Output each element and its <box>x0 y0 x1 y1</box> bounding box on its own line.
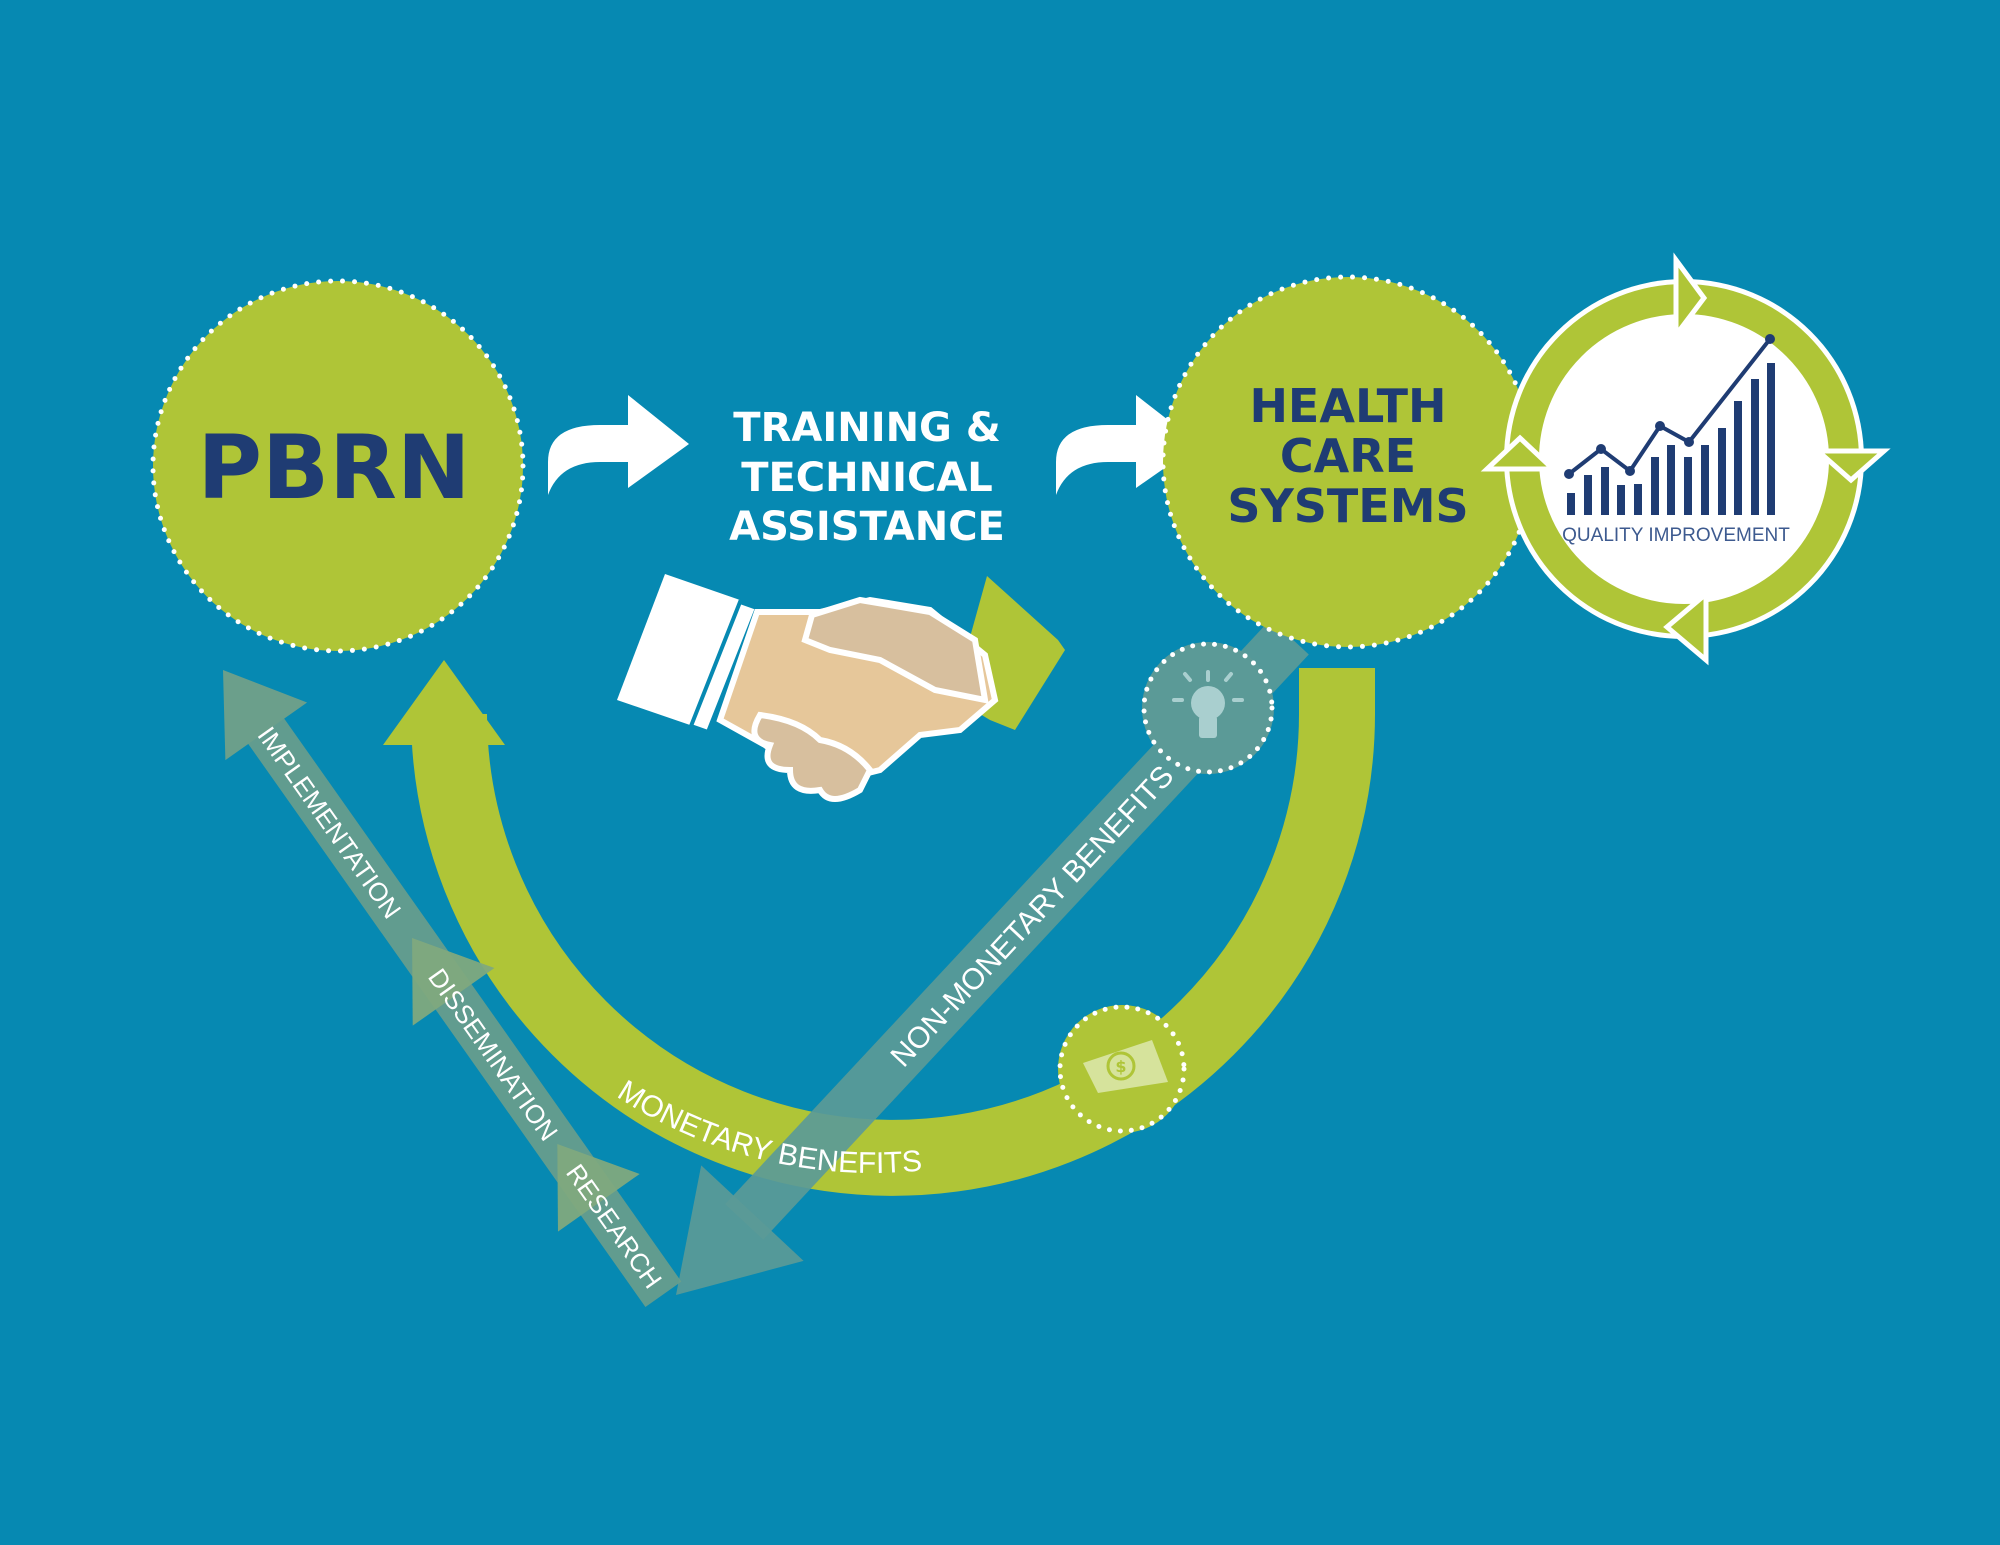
cycle-arrows-icon <box>1480 252 1891 666</box>
health-care-line: SYSTEMS <box>1227 479 1468 533</box>
lightbulb-badge <box>1141 641 1275 775</box>
lightbulb-icon <box>1172 670 1244 738</box>
handshake-icon <box>617 574 1065 802</box>
right-arrow-icon <box>1056 395 1199 495</box>
quality-improvement-label: QUALITY IMPROVEMENT <box>1562 525 1790 546</box>
pbrn-node: PBRN <box>150 278 526 654</box>
pbrn-label: PBRN <box>198 416 471 519</box>
money-icon: $ <box>1083 1040 1168 1093</box>
health-care-line: CARE <box>1280 429 1416 483</box>
quality-improvement-node: QUALITY IMPROVEMENT <box>1480 252 1891 666</box>
training-line: TECHNICAL <box>741 455 993 501</box>
training-node: TRAINING & TECHNICAL ASSISTANCE <box>729 405 1005 550</box>
money-badge: $ <box>1057 1004 1187 1134</box>
right-arrow-icon <box>548 395 689 495</box>
training-line: TRAINING & <box>733 405 1000 451</box>
health-care-systems-node: HEALTH CARE SYSTEMS <box>1160 274 1536 650</box>
training-line: ASSISTANCE <box>729 504 1005 550</box>
bar-chart-icon <box>1564 334 1775 515</box>
svg-text:$: $ <box>1115 1057 1126 1076</box>
health-care-line: HEALTH <box>1249 379 1446 433</box>
arrowhead <box>383 660 505 745</box>
monetary-return-arrow <box>383 660 1375 1196</box>
